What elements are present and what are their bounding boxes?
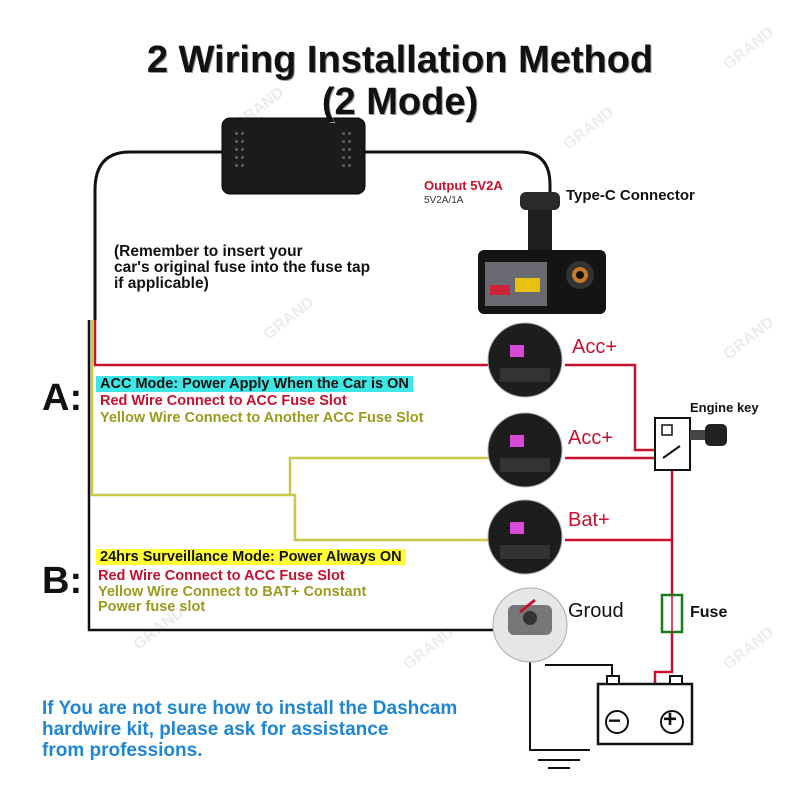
engine-key-label: Engine key	[690, 400, 759, 415]
battery-neg-wire	[545, 664, 613, 685]
mode-a-red-line: Red Wire Connect to ACC Fuse Slot	[100, 393, 347, 409]
battery	[596, 675, 694, 746]
fuse-socket-bat	[487, 499, 563, 575]
ground-wire	[87, 320, 495, 632]
acc2-label: Acc+	[568, 427, 614, 449]
ground-to-earth	[529, 640, 590, 751]
footer-line2: hardwire kit, please ask for assistance	[42, 719, 389, 740]
acc-wire-right	[565, 363, 660, 452]
black-cable	[93, 150, 225, 320]
yellow-wire-bat	[290, 493, 495, 542]
reminder-line1: (Remember to insert your	[114, 243, 303, 260]
output-sub-label: 5V2A/1A	[424, 195, 464, 206]
mode-b-heading: 24hrs Surveillance Mode: Power Always ON	[96, 549, 406, 565]
page-subtitle: (2 Mode)	[321, 81, 479, 123]
ground-bolt	[492, 587, 568, 663]
power-box	[221, 117, 366, 195]
battery-plus-icon: +	[663, 706, 678, 733]
fuse-wire-bottom	[653, 632, 674, 685]
engine-key-switch	[654, 417, 727, 471]
ground-label: Groud	[568, 600, 624, 622]
red-wire	[93, 320, 495, 367]
footer-line1: If You are not sure how to install the D…	[42, 698, 458, 719]
fuse-socket-acc1	[487, 322, 563, 398]
dashcam	[478, 192, 606, 314]
bat-label: Bat+	[568, 509, 610, 531]
output-cable	[362, 150, 552, 195]
reminder-line2: car's original fuse into the fuse tap	[114, 259, 371, 276]
connector-label: Type-C Connector	[566, 187, 695, 204]
earth-symbol	[538, 759, 580, 769]
mode-b-letter: B:	[42, 560, 83, 602]
mode-a-heading: ACC Mode: Power Apply When the Car is ON	[96, 376, 413, 392]
mode-b-red-line: Red Wire Connect to ACC Fuse Slot	[98, 568, 345, 584]
acc1-label: Acc+	[572, 336, 618, 358]
power-box-vents	[235, 132, 351, 167]
mode-b-yellow-line2: Power fuse slot	[98, 599, 206, 615]
fuse-label: Fuse	[690, 604, 728, 621]
mode-b-yellow-line1: Yellow Wire Connect to BAT+ Constant	[98, 584, 367, 600]
fuse-socket-acc2	[487, 412, 563, 488]
battery-minus-icon: −	[608, 708, 621, 733]
output-label: Output 5V2A	[424, 178, 503, 193]
mode-a-letter: A:	[42, 377, 83, 419]
footer-line3: from professions.	[42, 740, 203, 761]
page-title: 2 Wiring Installation Method	[146, 39, 654, 81]
reminder-line3: if applicable)	[114, 275, 209, 292]
mode-a-yellow-line: Yellow Wire Connect to Another ACC Fuse …	[100, 410, 424, 426]
